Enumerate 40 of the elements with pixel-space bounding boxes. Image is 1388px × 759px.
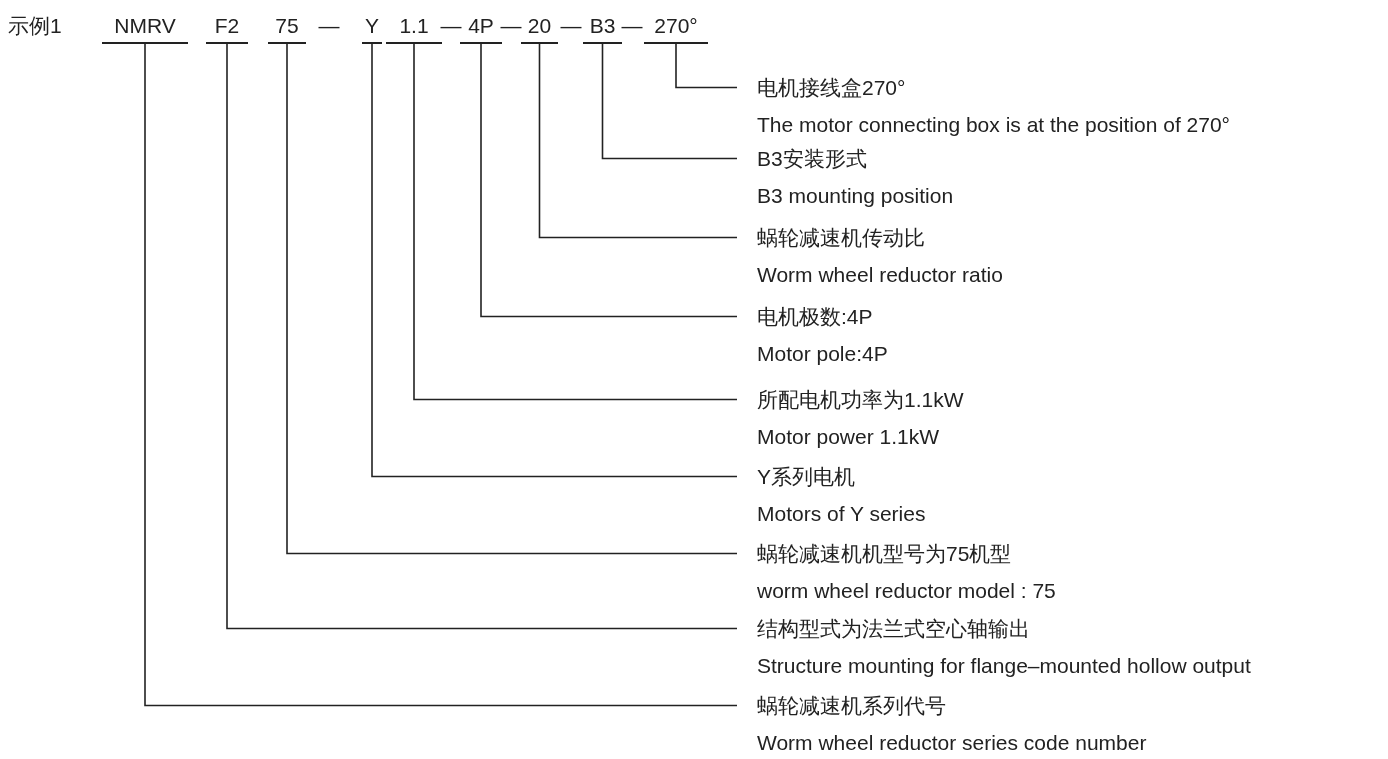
separator-dash: —: [621, 13, 643, 39]
leader-line: [413, 43, 738, 401]
english-description: Motor power 1.1kW: [757, 424, 941, 450]
english-description: Worm wheel reductor ratio: [757, 262, 1003, 288]
separator-dash: —: [560, 13, 582, 39]
leader-line: [480, 43, 738, 318]
chinese-description: 蜗轮减速机机型号为75机型: [757, 541, 1013, 567]
english-description: The motor connecting box is at the position of 270°: [757, 112, 1230, 138]
separator-dash: —: [318, 13, 340, 39]
leader-line: [538, 43, 738, 239]
code-segment: B3: [583, 10, 622, 44]
code-segment: 75: [268, 10, 306, 44]
leader-line: [286, 43, 738, 555]
code-segment: 20: [521, 10, 558, 44]
chinese-description: 所配电机功率为1.1kW: [757, 387, 964, 413]
code-segment: Y: [362, 10, 382, 44]
code-segment: F2: [206, 10, 248, 44]
english-description: Motor pole:4P: [757, 341, 888, 367]
chinese-description: 蜗轮减速机传动比: [757, 225, 926, 251]
separator-dash: —: [440, 13, 462, 39]
english-description: B3 mounting position: [757, 183, 954, 209]
english-description: Structure mounting for flange–mounted hollow output: [757, 653, 1251, 679]
leader-line: [144, 43, 738, 707]
chinese-description: 电机极数:4P: [757, 304, 874, 330]
leader-line: [601, 43, 738, 160]
separator-dash: —: [500, 13, 522, 39]
chinese-description: 结构型式为法兰式空心轴输出: [757, 616, 1031, 642]
chinese-description: 蜗轮减速机系列代号: [757, 693, 947, 719]
english-description: Worm wheel reductor series code number: [757, 730, 1147, 756]
leader-line: [371, 43, 738, 478]
chinese-description: Y系列电机: [757, 464, 856, 490]
code-segment: 270°: [644, 10, 708, 44]
chinese-description: 电机接线盒270°: [757, 75, 907, 101]
english-description: Motors of Y series: [757, 501, 926, 527]
example-label: 示例1: [8, 13, 62, 39]
chinese-description: B3安装形式: [757, 146, 868, 172]
english-description: worm wheel reductor model : 75: [757, 578, 1056, 604]
code-segment: NMRV: [102, 10, 188, 44]
leader-line: [675, 43, 738, 89]
leader-line: [226, 43, 738, 630]
